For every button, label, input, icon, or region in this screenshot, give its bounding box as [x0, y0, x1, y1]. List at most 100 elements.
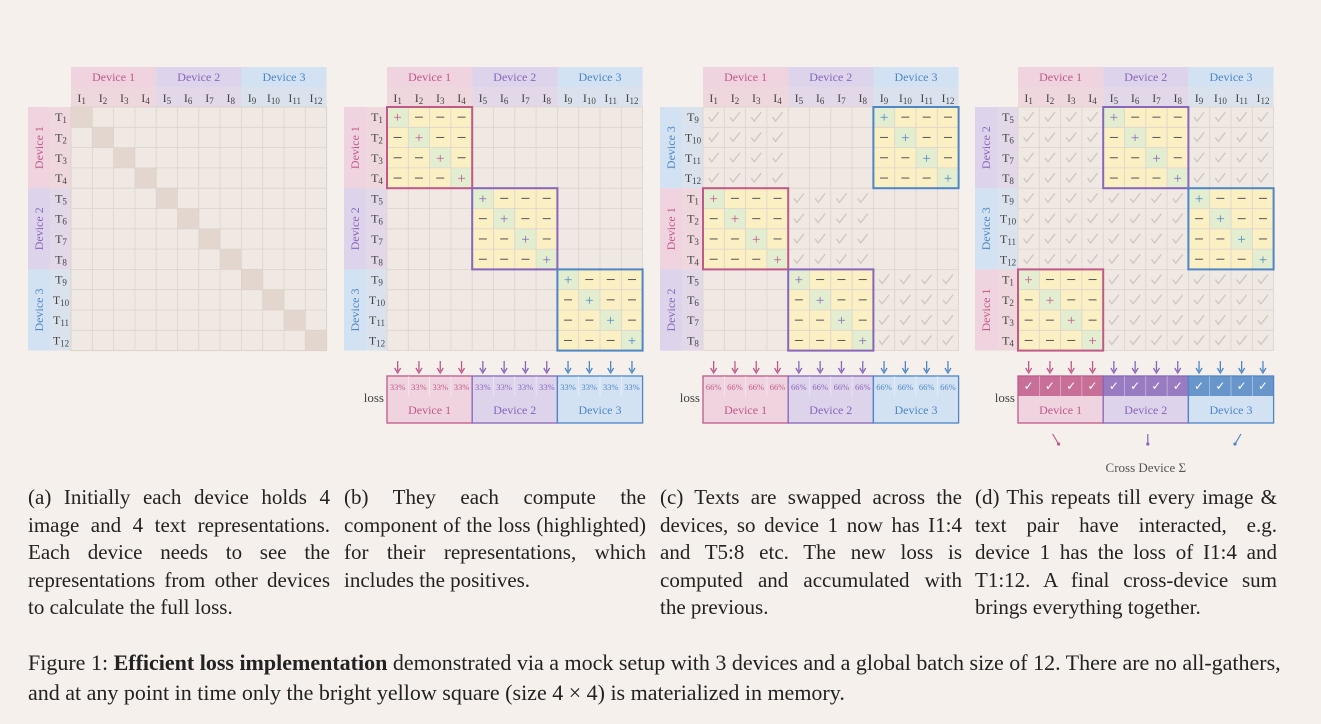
svg-text:+: +	[922, 151, 930, 167]
svg-text:+: +	[1046, 293, 1054, 309]
loss-value: 66%	[770, 382, 786, 392]
loss-value: 33%	[432, 382, 448, 392]
text-label: T2	[55, 130, 67, 145]
down-arrow	[1259, 361, 1267, 375]
loss-label: loss	[680, 390, 700, 405]
row-header-device-1: Device 1	[975, 269, 1018, 351]
down-arrow	[436, 361, 444, 375]
diagonal-cell	[134, 167, 157, 189]
loss-block-border	[872, 106, 960, 190]
image-label: I9	[564, 91, 573, 106]
loss-value: ✓	[1215, 379, 1225, 393]
svg-text:+: +	[415, 130, 423, 146]
col-header-device-2: Device 2	[1103, 67, 1189, 87]
text-label: T1	[687, 191, 699, 206]
loss-value: 33%	[539, 382, 555, 392]
loss-value: 33%	[454, 382, 470, 392]
diagonal-cell	[177, 208, 199, 229]
col-subheader-3	[1188, 87, 1274, 107]
loss-device-3: Device 3✓✓✓✓	[1187, 375, 1275, 424]
sum-arrow	[1146, 434, 1150, 446]
loss-value: 66%	[812, 382, 828, 392]
down-arrow	[479, 361, 487, 375]
image-label: I7	[521, 91, 530, 106]
image-label: I4	[457, 91, 466, 106]
svg-text:Device 1: Device 1	[1039, 403, 1082, 417]
loss-value: ✓	[1088, 379, 1098, 393]
loss-value: 66%	[791, 382, 807, 392]
checked-block	[1023, 192, 1099, 265]
svg-text:+: +	[773, 252, 781, 268]
loss-block-border	[556, 268, 644, 352]
image-label: I5	[1110, 91, 1119, 106]
checked-block	[1108, 274, 1184, 346]
loss-value: 33%	[496, 382, 512, 392]
col-subheader-1	[1018, 87, 1104, 107]
down-arrow	[1067, 361, 1075, 375]
loss-block-border	[386, 106, 474, 190]
col-subheader-2	[156, 87, 242, 107]
down-arrow	[1174, 361, 1182, 375]
svg-text:+: +	[1152, 151, 1160, 167]
row-header-device-1: Device 1	[28, 107, 71, 189]
svg-text:Device 2: Device 2	[979, 126, 993, 169]
svg-text:+: +	[436, 151, 444, 167]
svg-text:Device 2: Device 2	[1124, 403, 1167, 417]
checked-block	[793, 192, 869, 265]
row-header-device-1: Device 1	[660, 188, 703, 270]
col-subheader-3	[557, 87, 643, 107]
loss-value: ✓	[1173, 379, 1183, 393]
loss-value: 33%	[560, 382, 576, 392]
down-arrow	[901, 361, 909, 375]
down-arrow	[1088, 361, 1097, 375]
figure-caption: Figure 1: Efficient loss implementation …	[28, 648, 1298, 708]
text-label: T1	[1002, 273, 1014, 288]
loss-device-2: Device 2✓✓✓✓	[1102, 375, 1190, 424]
figure-caption-prefix: Figure 1:	[28, 650, 114, 675]
image-label: I5	[795, 91, 804, 106]
caption-a: (a) Initially each device holds 4 image …	[28, 485, 330, 620]
image-label: I8	[1174, 91, 1183, 106]
diagonal-cell	[156, 188, 178, 209]
svg-text:Device 3: Device 3	[895, 403, 938, 417]
row-header-device-2: Device 2	[344, 188, 387, 270]
col-header-device-1: Device 1	[1018, 67, 1104, 87]
down-arrow	[1216, 361, 1224, 375]
down-arrow	[543, 361, 551, 375]
row-header-device-3: Device 3	[660, 107, 703, 189]
loss-value: 66%	[876, 382, 892, 392]
text-label: T1	[371, 110, 383, 125]
loss-value: 33%	[475, 382, 491, 392]
col-subheader-2	[1103, 87, 1189, 107]
svg-text:+: +	[543, 252, 551, 268]
svg-text:+: +	[901, 130, 909, 146]
down-arrow	[923, 361, 931, 375]
image-label: I6	[500, 91, 509, 106]
svg-text:Device 2: Device 2	[664, 289, 678, 332]
svg-text:+: +	[628, 333, 636, 349]
svg-text:+: +	[564, 273, 572, 289]
down-arrow	[500, 361, 508, 375]
svg-text:Device 3: Device 3	[579, 70, 622, 84]
loss-value: 66%	[855, 382, 871, 392]
svg-text:Device 1: Device 1	[1039, 70, 1082, 84]
text-label: T2	[687, 212, 699, 227]
text-label: T1	[55, 110, 67, 125]
image-label: I8	[859, 91, 868, 106]
col-header-device-3: Device 3	[241, 67, 327, 87]
diagonal-cell	[262, 289, 284, 310]
col-subheader-2	[788, 87, 874, 107]
svg-text:Device 1: Device 1	[408, 70, 451, 84]
loss-value: 66%	[748, 382, 764, 392]
loss-value: 33%	[582, 382, 598, 392]
loss-block-border	[1102, 106, 1190, 190]
image-label: I8	[227, 91, 236, 106]
loss-block-border	[1017, 268, 1105, 352]
image-label: I2	[415, 91, 424, 106]
image-label: I6	[1131, 91, 1140, 106]
col-header-device-2: Device 2	[788, 67, 874, 87]
svg-text:+: +	[606, 313, 614, 329]
